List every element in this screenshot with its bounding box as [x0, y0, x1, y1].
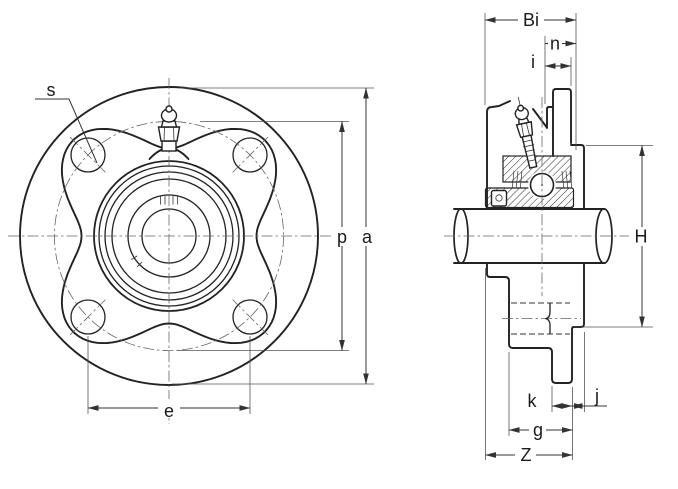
dim-label-k: k: [528, 391, 538, 411]
grease-fitting-side: [514, 96, 538, 169]
shaft: [453, 207, 613, 265]
collar-set-screw-head: [495, 194, 503, 202]
dim-label-Bi: Bi: [523, 10, 539, 30]
dim-label-H: H: [635, 227, 648, 247]
set-screw-marks: [131, 196, 178, 268]
dimension-Bi: Bi: [484, 10, 577, 150]
dim-label-n: n: [550, 34, 560, 54]
side-section-view: Bi n i H k: [444, 10, 653, 465]
dim-label-j: j: [594, 386, 599, 406]
dim-label-g: g: [533, 420, 543, 440]
dimension-g: g: [508, 352, 573, 440]
hidden-bolt-hole: [502, 302, 581, 335]
dimension-j: j: [571, 332, 607, 412]
dim-label-p: p: [337, 227, 347, 247]
dimension-e: e: [87, 336, 251, 421]
grease-fitting-front: [148, 105, 190, 160]
dim-label-s: s: [47, 80, 56, 100]
dimension-i: i: [531, 52, 572, 86]
side-center-lines: [444, 97, 629, 296]
dimension-a: a: [172, 87, 376, 385]
dimension-H: H: [574, 145, 653, 328]
dim-label-e: e: [164, 401, 174, 421]
dimension-k: k: [528, 386, 573, 460]
dimension-p: p: [178, 121, 351, 352]
dimension-s: s: [35, 80, 98, 164]
bolt-hole: [232, 137, 268, 173]
dimension-Z: Z: [485, 268, 573, 465]
housing-outline-lower: [486, 263, 585, 384]
collar-set-screw: [490, 189, 508, 207]
dim-label-i: i: [531, 52, 535, 72]
dim-label-Z: Z: [521, 445, 532, 465]
dimension-n: n: [544, 34, 577, 104]
bolt-hole: [232, 299, 268, 335]
bolt-hole: [70, 299, 106, 335]
housing-outline-upper: [486, 88, 585, 209]
seal-lines: [511, 170, 573, 191]
bolt-hole: [70, 137, 106, 173]
dim-label-a: a: [362, 227, 373, 247]
front-view: s e p a: [8, 78, 376, 424]
front-center-lines: [8, 78, 352, 424]
